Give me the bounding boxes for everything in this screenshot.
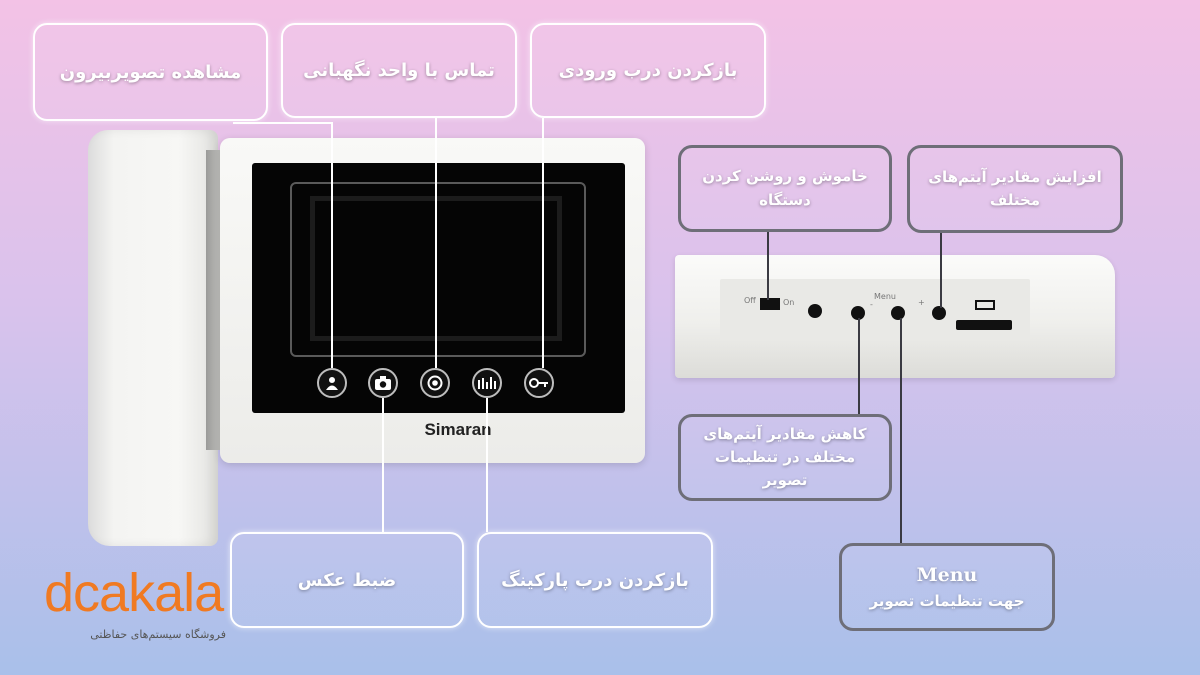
capture-photo-button[interactable] [368, 368, 398, 398]
label-open-parking: بازکردن درب پارکینگ [477, 532, 713, 628]
connector-line [486, 398, 488, 532]
label-increase-values: افزایش مقادیر آیتم‌های مختلف [907, 145, 1123, 233]
key-icon [529, 378, 548, 388]
person-icon [326, 377, 338, 390]
plus-label: + [918, 298, 925, 307]
card-slot [956, 320, 1012, 330]
connector-line [767, 230, 769, 300]
connector-line [331, 122, 333, 368]
label-capture-photo: ضبط عکس [230, 532, 464, 628]
connector-line [233, 122, 333, 124]
dcakala-logo: dcakala [44, 563, 224, 623]
connector-line [382, 398, 384, 532]
menu-title: Menu [916, 563, 978, 586]
menu-port-label: Menu [874, 292, 896, 301]
plus-button[interactable] [932, 306, 946, 320]
minus-label: - [870, 300, 873, 309]
view-outside-button[interactable] [317, 368, 347, 398]
open-entrance-button[interactable] [524, 368, 554, 398]
brand-logo: Simaran [424, 420, 492, 439]
port-slot [975, 300, 995, 310]
minus-button[interactable] [851, 306, 865, 320]
connector-line [900, 318, 902, 544]
intercom-icon [478, 377, 496, 389]
label-power-on-off: خاموش و روشن کردن دستگاه [678, 145, 892, 232]
call-guard-button[interactable] [420, 368, 450, 398]
open-parking-button[interactable] [472, 368, 502, 398]
menu-description: جهت تنظیمات تصویر [869, 592, 1025, 611]
label-decrease-values: کاهش مقادیر آیتم‌های مختلف در تنظیمات تص… [678, 414, 892, 501]
connector-line [435, 118, 437, 368]
connector-line [940, 233, 942, 308]
menu-button[interactable] [891, 306, 905, 320]
label-open-entrance: بازکردن درب ورودی [530, 23, 766, 118]
connector-line [858, 318, 860, 416]
label-call-guard: تماس با واحد نگهبانی [281, 23, 517, 118]
logo-tagline: فروشگاه سیستم‌های حفاظتی [90, 628, 226, 641]
camera-icon [375, 376, 391, 390]
handset [88, 130, 218, 546]
target-icon [427, 375, 443, 391]
power-switch[interactable] [760, 298, 780, 310]
switch-off-label: Off [744, 296, 756, 305]
connector-line [542, 118, 544, 368]
screen-frame [290, 182, 586, 357]
port-hole [808, 304, 822, 318]
switch-on-label: On [783, 298, 795, 307]
label-menu: Menu جهت تنظیمات تصویر [839, 543, 1055, 631]
label-view-outside: مشاهده تصویربیرون [33, 23, 268, 121]
